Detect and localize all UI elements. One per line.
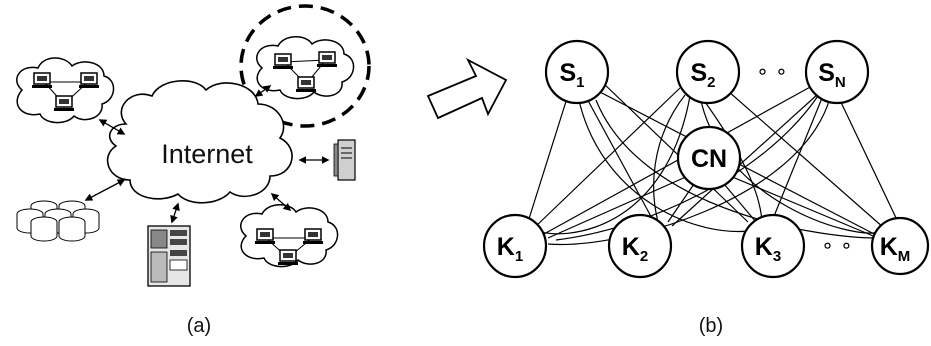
panel-a: Internet	[16, 4, 371, 337]
svg-text:S2: S2	[690, 59, 715, 91]
arrow-storage	[84, 179, 126, 201]
computer-icon	[254, 228, 276, 245]
node-s2: S2	[675, 39, 741, 105]
arrow-top-lan	[254, 85, 272, 97]
node-k2: K2	[607, 213, 673, 279]
node-cn: CN	[676, 125, 742, 191]
network-edges	[527, 81, 899, 246]
lan-cloud-left	[16, 57, 115, 124]
server-icon	[333, 139, 356, 181]
connection-arrows	[84, 85, 330, 224]
computer-icon	[53, 95, 75, 112]
computer-icon	[295, 76, 317, 93]
caption-b: (b)	[699, 315, 723, 337]
svg-text:K1: K1	[497, 233, 523, 265]
computer-icon	[277, 249, 299, 266]
lan-cloud-bottom	[240, 204, 339, 268]
computer-icon	[31, 72, 53, 89]
svg-text:KM: KM	[880, 233, 911, 265]
node-s1: S1	[544, 39, 610, 105]
svg-text:S1: S1	[559, 59, 584, 91]
caption-a: (a)	[187, 315, 211, 337]
highlight-circle	[239, 4, 371, 128]
ellipsis-top: ∘ ∘	[756, 59, 787, 83]
svg-text:CN: CN	[691, 145, 727, 173]
computer-icon	[302, 228, 324, 245]
arrow-mainframe	[170, 202, 180, 224]
node-k1: K1	[482, 213, 548, 279]
internet-label: Internet	[161, 139, 253, 169]
svg-text:K2: K2	[622, 233, 648, 265]
node-sn: SN	[804, 39, 870, 105]
panel-b: S1 S2 SN CN K1 K2 K3 KM ∘ ∘	[482, 39, 930, 337]
ellipsis-bottom: ∘ ∘	[821, 233, 852, 257]
mainframe-icon	[147, 225, 191, 287]
computer-icon	[272, 53, 294, 70]
svg-text:SN: SN	[818, 59, 846, 91]
node-k3: K3	[740, 213, 806, 279]
internet-cloud: Internet	[106, 80, 293, 204]
lan-cloud-top	[239, 4, 371, 128]
node-km: KM	[870, 216, 930, 276]
arrow-left-lan	[98, 119, 126, 135]
transform-arrow	[426, 57, 508, 120]
storage-icon	[16, 200, 100, 242]
arrow-bottom-lan	[270, 192, 292, 212]
computer-icon	[78, 72, 100, 89]
svg-text:K3: K3	[755, 233, 781, 265]
computer-icon	[316, 51, 338, 68]
